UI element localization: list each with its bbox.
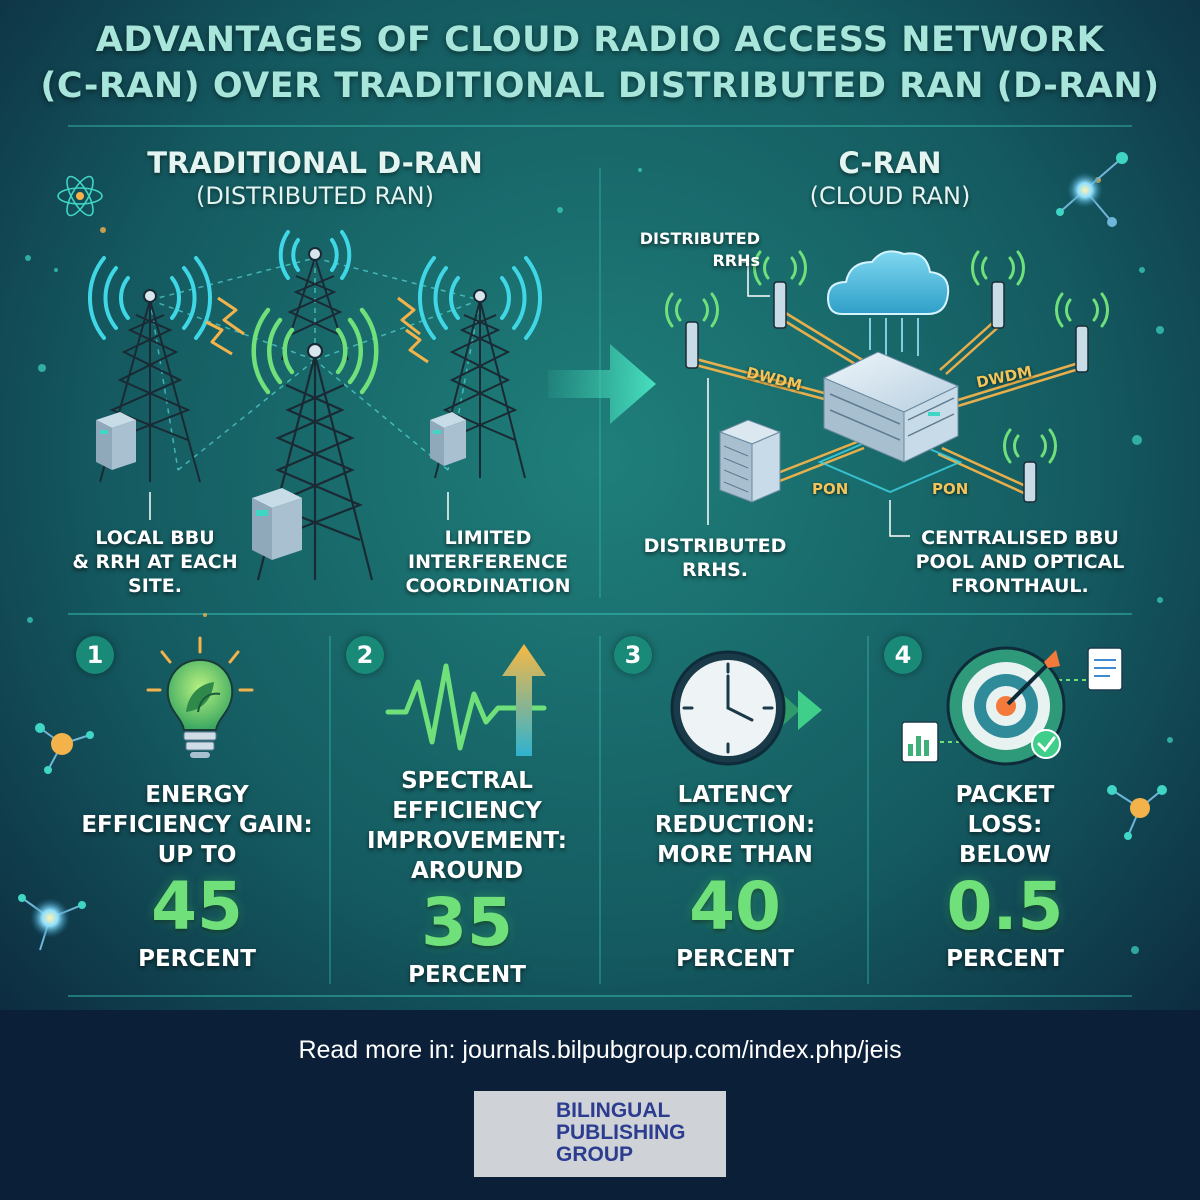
stat-energy-efficiency: ENERGY EFFICIENCY GAIN: UP TO 45 PERCENT [72,780,322,974]
rrh-antenna [1003,428,1057,503]
stat-number-badge: 4 [884,636,922,674]
rrh-antenna [753,250,807,329]
cran-heading: C-RAN [838,146,942,180]
bbu-pool-server [817,351,963,494]
rrh-antenna [665,292,719,369]
molecule-icon [1056,152,1128,227]
stat-number-badge: 2 [346,636,384,674]
read-more-link[interactable]: Read more in: journals.bilpubgroup.com/i… [298,1036,902,1064]
stat-number-badge: 3 [614,636,652,674]
bbu-box-right [430,412,466,466]
label-distributed-rrhs-top: DISTRIBUTED RRHs [639,229,760,270]
label-bbu-pool: CENTRALISED BBU POOL AND OPTICAL FRONTHA… [915,527,1125,597]
bbu-box-left [96,412,136,470]
page-title-line-1: ADVANTAGES OF CLOUD RADIO ACCESS NETWORK [95,20,1105,60]
bbu-box-center [252,488,302,560]
lightbulb-leaf-icon [146,636,254,758]
transition-arrow [548,344,656,424]
waveform-arrow-icon [385,644,547,756]
stat-packet-loss: PACKET LOSS: BELOW 0.5 PERCENT [880,780,1130,974]
stat-number-badge: 1 [76,636,114,674]
publisher-logo: BILINGUAL PUBLISHING GROUP [474,1091,726,1177]
rrh-antenna [1055,292,1109,373]
stat-value: 40 [689,868,781,945]
molecule-icon [35,723,94,774]
link-label-pon-left: PON [812,480,849,498]
dran-subheading: (DISTRIBUTED RAN) [196,182,434,210]
clock-forward-icon [670,650,822,766]
atom-icon [57,175,103,217]
stat-value: 35 [421,884,513,961]
link-label-pon-right: PON [932,480,969,498]
cran-subheading: (CLOUD RAN) [809,182,971,210]
label-interference: LIMITED INTERFERENCE COORDINATION [405,527,571,597]
stat-value: 45 [151,868,243,945]
cloud-icon [826,250,950,356]
server-rack [718,419,782,503]
stat-latency-reduction: LATENCY REDUCTION: MORE THAN 40 PERCENT [610,780,860,974]
page-title-line-2: (C-RAN) OVER TRADITIONAL DISTRIBUTED RAN… [40,66,1160,106]
label-local-bbu: LOCAL BBU & RRH AT EACH SITE. [72,527,238,597]
target-check-icon [901,646,1123,766]
molecule-icon [1107,785,1167,840]
molecule-icon [18,894,86,951]
rrh-antenna [971,250,1025,329]
publisher-name: BILINGUAL PUBLISHING GROUP [556,1099,686,1166]
stat-spectral-efficiency: SPECTRAL EFFICIENCY IMPROVEMENT: AROUND … [342,766,592,990]
label-distributed-rrhs-bottom: DISTRIBUTED RRHS. [643,535,787,581]
dran-heading: TRADITIONAL D-RAN [147,146,483,180]
stat-value: 0.5 [946,868,1064,945]
